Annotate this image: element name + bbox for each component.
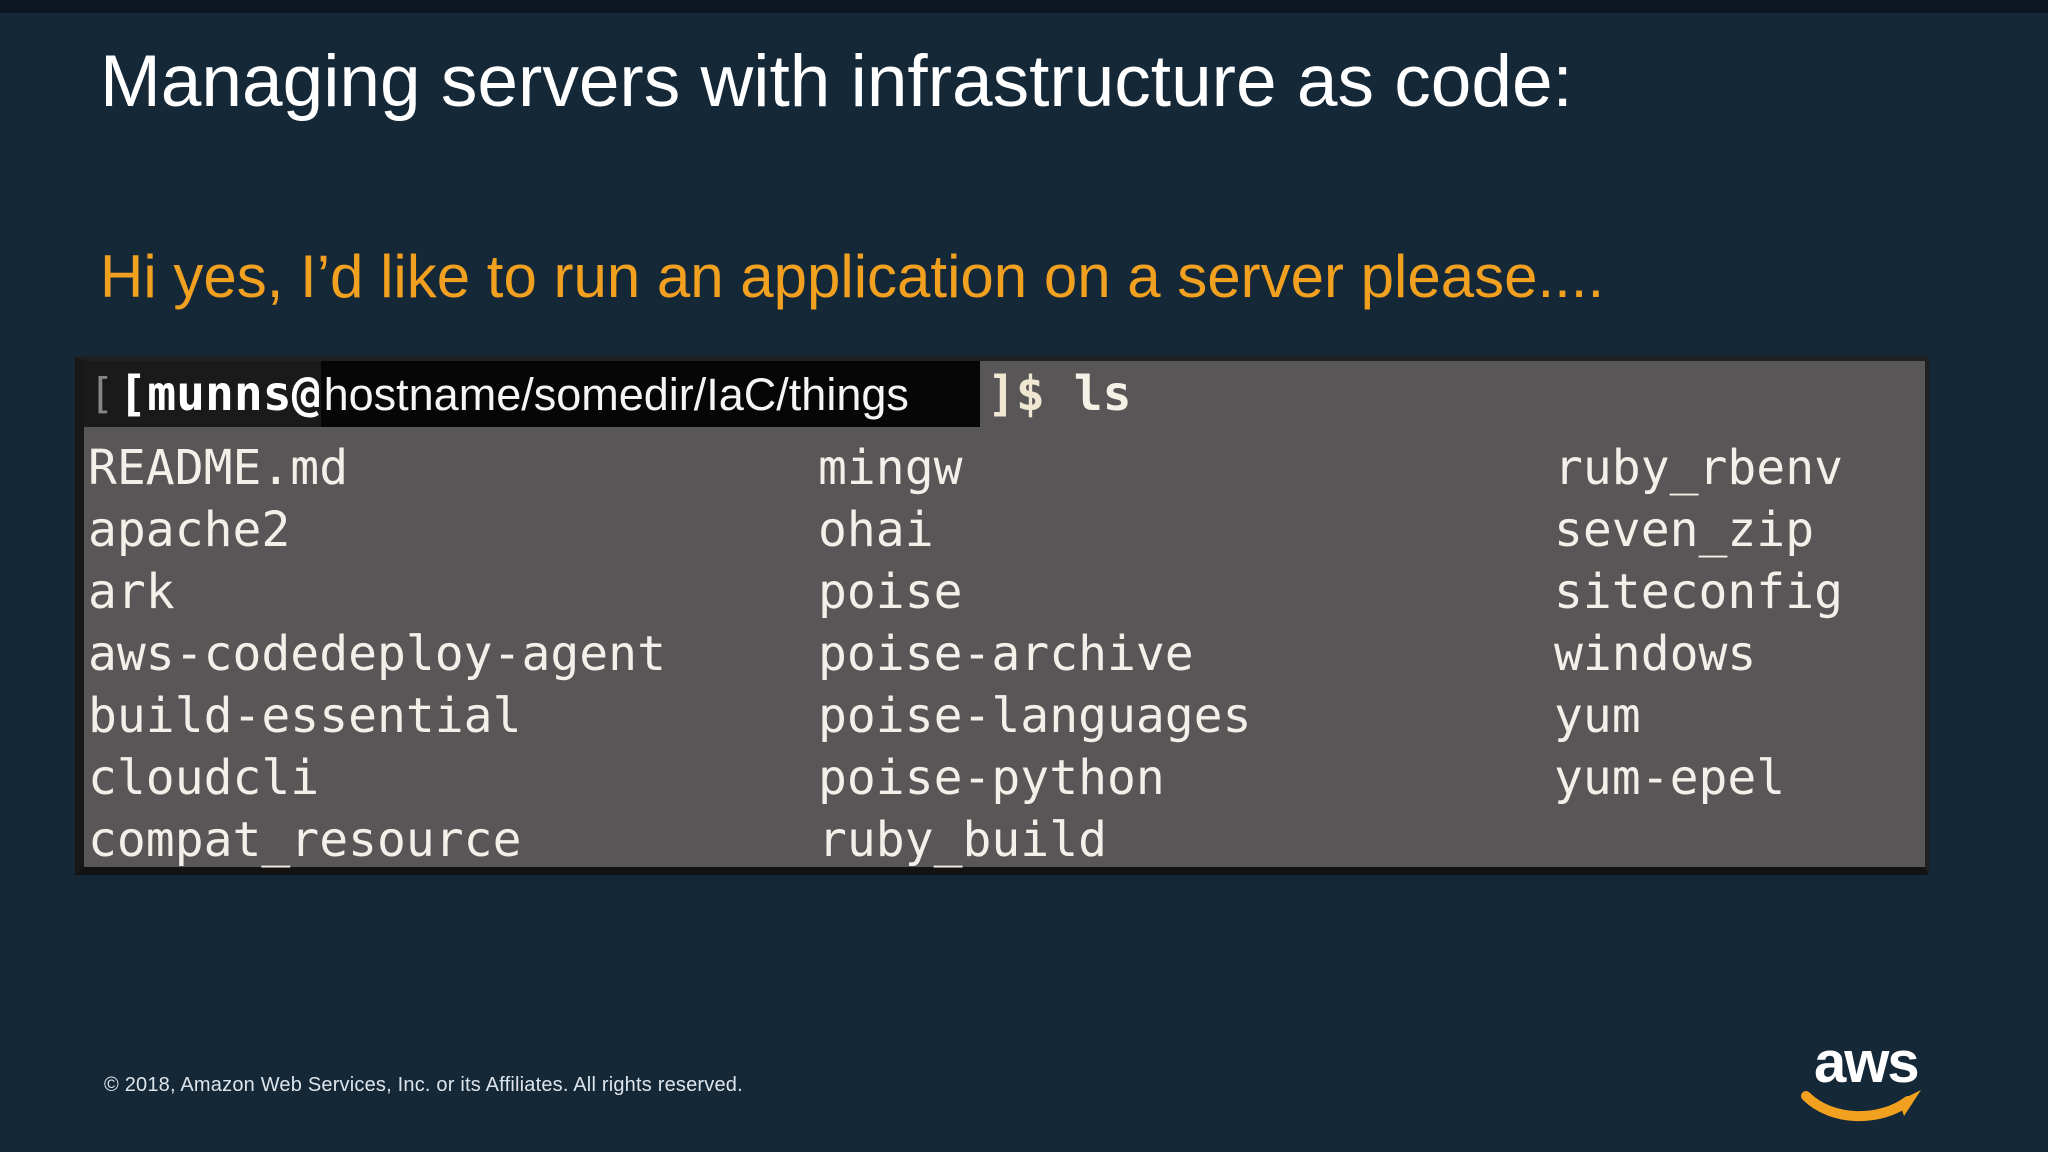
terminal-screenshot: [ [munns@ hostname/somedir/IaC/things ]$… xyxy=(75,356,1929,875)
copyright-footer: © 2018, Amazon Web Services, Inc. or its… xyxy=(104,1074,743,1096)
file-entry: ruby_rbenv xyxy=(1554,440,1843,496)
file-entry: build-essential xyxy=(88,688,522,744)
prompt-user-at-host: [munns@ xyxy=(118,366,321,422)
slide-subtitle: Hi yes, I’d like to run an application o… xyxy=(100,243,1605,310)
prompt-edge-bracket: [ xyxy=(89,369,115,418)
file-entry: aws-codedeploy-agent xyxy=(88,626,666,682)
file-entry: mingw xyxy=(818,440,963,496)
aws-smile-arrow-icon xyxy=(1801,1090,1921,1122)
prompt-background-strip: [ [munns@ hostname/somedir/IaC/things xyxy=(84,361,980,427)
terminal-prompt-line: [ [munns@ hostname/somedir/IaC/things ]$… xyxy=(84,361,1925,427)
file-entry: windows xyxy=(1554,626,1757,682)
file-entry: README.md xyxy=(88,440,349,496)
file-entry: ark xyxy=(88,564,175,620)
redacted-path-text: hostname/somedir/IaC/things xyxy=(323,368,909,420)
file-entry: yum-epel xyxy=(1554,750,1786,806)
aws-logo: aws xyxy=(1800,1034,1930,1134)
file-listing-column-3: ruby_rbenv seven_zip siteconfig windows yum y… xyxy=(1554,437,1914,809)
file-entry: ohai xyxy=(818,502,934,558)
file-entry: siteconfig xyxy=(1554,564,1843,620)
prompt-command-ls: ls xyxy=(1073,366,1132,422)
file-entry: ruby_build xyxy=(818,812,1107,868)
file-listing-column-2: mingw ohai poise poise-archive poise-languag… xyxy=(818,437,1552,871)
file-entry: poise xyxy=(818,564,963,620)
file-listing-column-1: README.md apache2 ark aws-codedeploy-agent b… xyxy=(88,437,816,871)
file-entry: yum xyxy=(1554,688,1641,744)
prompt-close-bracket-dollar: ]$ xyxy=(987,366,1074,422)
file-entry: compat_resource xyxy=(88,812,522,868)
file-entry: cloudcli xyxy=(88,750,320,806)
file-entry: poise-languages xyxy=(818,688,1252,744)
prompt-suffix: ]$ ls xyxy=(980,361,1132,427)
top-edge-strip xyxy=(0,0,2048,13)
redacted-hostname-box: hostname/somedir/IaC/things xyxy=(320,361,980,427)
file-entry: poise-python xyxy=(818,750,1165,806)
file-entry: seven_zip xyxy=(1554,502,1815,558)
file-entry: apache2 xyxy=(88,502,291,558)
file-entry: poise-archive xyxy=(818,626,1194,682)
slide-title: Managing servers with infrastructure as … xyxy=(100,41,1573,122)
aws-logo-text: aws xyxy=(1814,1030,1920,1095)
